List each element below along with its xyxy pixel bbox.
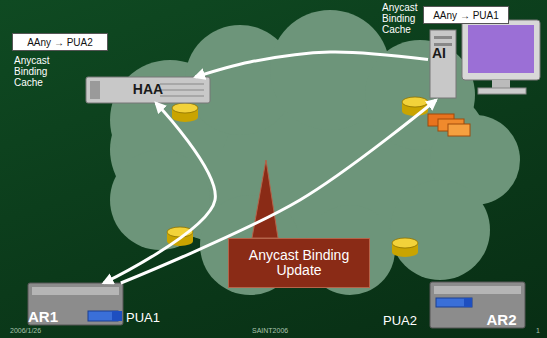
access-router: AR1 <box>28 283 123 325</box>
cache-caption: Anycast Binding Cache <box>14 55 78 88</box>
router-icon <box>392 238 418 257</box>
anycast-initiator-host: AI <box>428 28 542 100</box>
router-ar2 <box>430 282 525 328</box>
update-arrow <box>195 52 428 77</box>
date-footer: 2006/1/26 <box>10 327 70 335</box>
address-label: PUA1 <box>126 311 166 325</box>
address-label: PUA2 <box>383 314 427 328</box>
access-router: AR2 <box>430 282 525 328</box>
update-arrow <box>121 100 436 283</box>
node-text: AAny → PUA1 <box>433 10 499 21</box>
server-haa <box>86 77 210 103</box>
node-text: AR2 <box>486 312 516 329</box>
binding-cache-entry: AAny → PUA1 <box>423 6 509 24</box>
node-text: AAny → PUA2 <box>27 37 93 48</box>
callout-box: Anycast Binding Update <box>228 238 370 288</box>
event-footer: SAINT2006 <box>252 327 312 335</box>
callout-pointer <box>252 160 278 238</box>
update-arrow <box>104 103 216 283</box>
home-agent-server: HAA <box>86 77 210 103</box>
binding-cache-entry: AAny → PUA2 <box>12 33 108 51</box>
packet-stack <box>428 114 470 136</box>
node-text: Anycast Binding Update <box>235 248 363 279</box>
page-number: 1 <box>536 327 544 335</box>
router-icon <box>172 103 198 122</box>
network-cloud <box>110 10 520 295</box>
node-text: HAA <box>133 82 163 97</box>
router-ar1 <box>28 283 123 325</box>
computer-ai <box>430 20 540 98</box>
node-text: AI <box>432 46 446 61</box>
cache-caption: Anycast Binding Cache <box>382 2 424 35</box>
router-icon <box>402 97 428 116</box>
node-text: AR1 <box>28 309 58 326</box>
